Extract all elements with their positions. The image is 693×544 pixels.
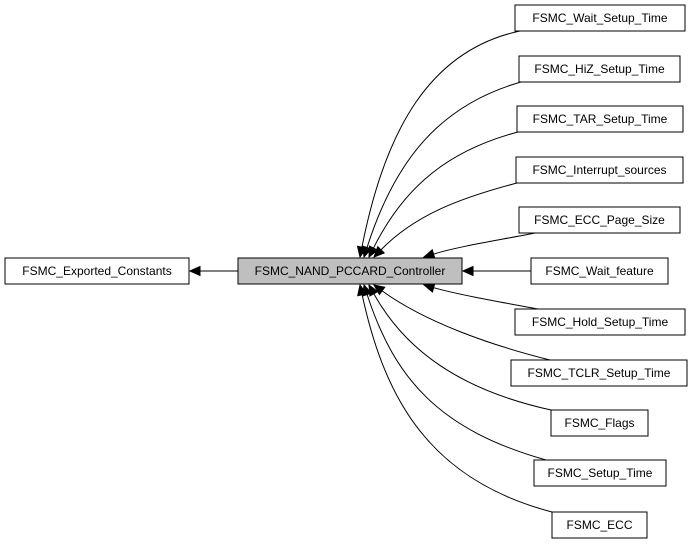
edge-arrowhead-ecc-page-size [422, 248, 436, 259]
node-label-tclr-setup-time: FSMC_TCLR_Setup_Time [528, 366, 671, 380]
node-wait-feature[interactable]: FSMC_Wait_feature [530, 257, 669, 285]
node-label-wait-setup-time: FSMC_Wait_Setup_Time [532, 11, 667, 25]
node-interrupt-sources[interactable]: FSMC_Interrupt_sources [515, 156, 684, 184]
edge-ecc-page-size [433, 232, 536, 255]
edge-arrowhead-parent [188, 265, 201, 277]
edge-arrowhead-hold-setup-time [422, 282, 436, 293]
node-label-nand-pccard-controller: FSMC_NAND_PCCARD_Controller [255, 264, 446, 278]
edge-flags [373, 293, 552, 411]
node-label-hiz-setup-time: FSMC_HiZ_Setup_Time [534, 62, 665, 76]
node-tclr-setup-time[interactable]: FSMC_TCLR_Setup_Time [510, 359, 688, 387]
node-flags[interactable]: FSMC_Flags [550, 409, 649, 437]
node-ecc[interactable]: FSMC_ECC [551, 511, 648, 539]
node-nand-pccard-controller: FSMC_NAND_PCCARD_Controller [237, 257, 463, 285]
edge-wait-setup-time [361, 30, 521, 248]
node-wait-setup-time[interactable]: FSMC_Wait_Setup_Time [514, 4, 686, 32]
edge-tar-setup-time [373, 131, 519, 249]
node-hold-setup-time[interactable]: FSMC_Hold_Setup_Time [514, 308, 686, 336]
node-label-interrupt-sources: FSMC_Interrupt_sources [532, 163, 666, 177]
node-label-ecc: FSMC_ECC [566, 518, 632, 532]
edge-hiz-setup-time [366, 81, 522, 248]
node-label-tar-setup-time: FSMC_TAR_Setup_Time [533, 112, 668, 126]
node-setup-time[interactable]: FSMC_Setup_Time [533, 459, 667, 487]
node-label-exported-constants: FSMC_Exported_Constants [22, 264, 171, 278]
node-label-flags: FSMC_Flags [564, 416, 634, 430]
edge-setup-time [366, 294, 547, 461]
edge-tclr-setup-time [381, 290, 551, 361]
node-label-setup-time: FSMC_Setup_Time [548, 466, 653, 480]
edge-interrupt-sources [380, 182, 518, 251]
node-hiz-setup-time[interactable]: FSMC_HiZ_Setup_Time [518, 55, 681, 83]
edge-arrowhead-wait-feature [461, 265, 474, 277]
edge-hold-setup-time [433, 287, 539, 310]
node-tar-setup-time[interactable]: FSMC_TAR_Setup_Time [516, 105, 684, 133]
node-exported-constants[interactable]: FSMC_Exported_Constants [4, 257, 190, 285]
node-label-wait-feature: FSMC_Wait_feature [545, 264, 654, 278]
edge-ecc [361, 294, 553, 513]
graph-edges [188, 30, 553, 513]
node-label-ecc-page-size: FSMC_ECC_Page_Size [534, 213, 665, 227]
node-label-hold-setup-time: FSMC_Hold_Setup_Time [532, 315, 669, 329]
node-ecc-page-size[interactable]: FSMC_ECC_Page_Size [518, 206, 681, 234]
